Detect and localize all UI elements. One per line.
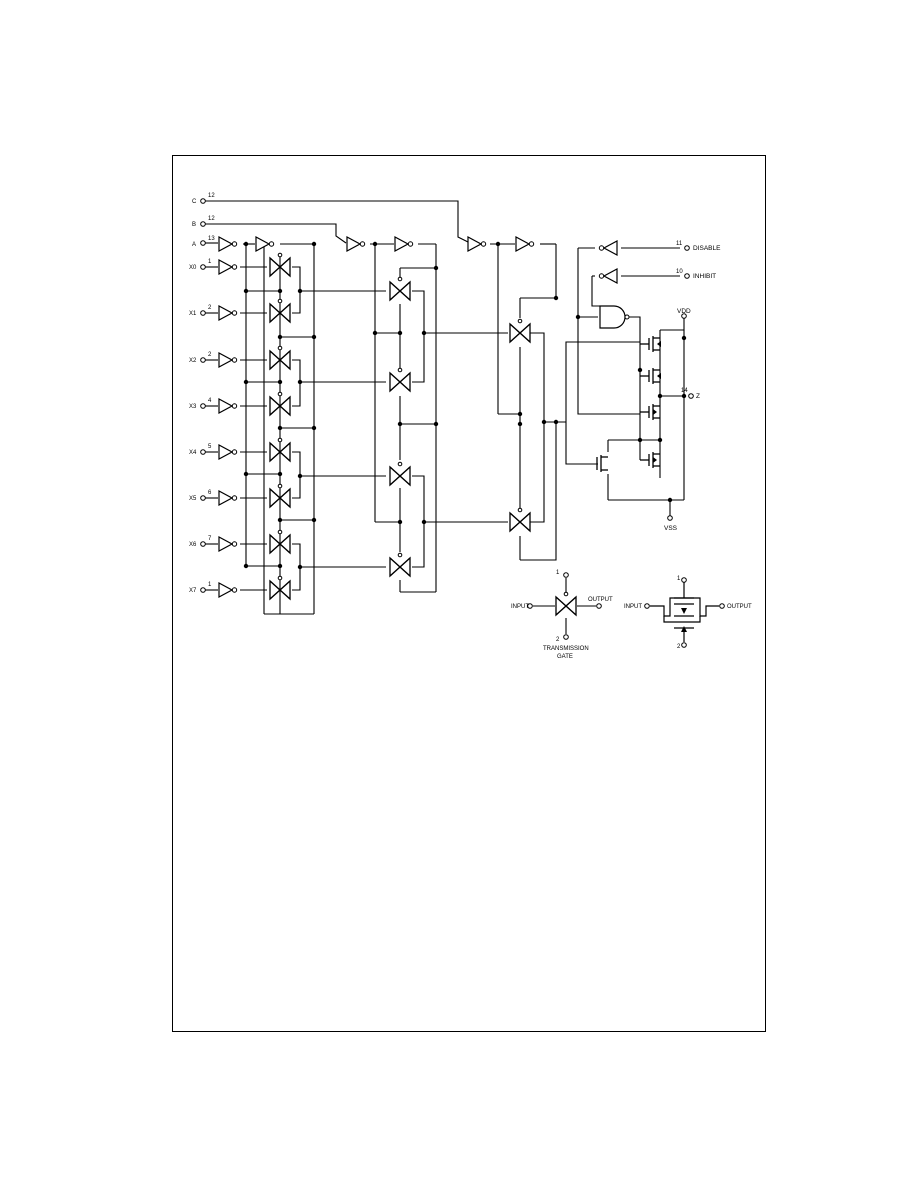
- pin-a-label: A: [192, 242, 196, 248]
- vss-label: VSS: [664, 525, 678, 532]
- tg-s2-2: [389, 367, 411, 392]
- output-pin-number: 14: [681, 388, 688, 394]
- pin-x0-number: 1: [208, 259, 212, 265]
- pin-c-label: C: [192, 199, 197, 205]
- pin-x0-label: X0: [189, 265, 197, 271]
- legend-caption-1: TRANSMISSION: [543, 646, 589, 652]
- eq-t2: 2: [677, 644, 681, 650]
- vdd-label: VDD: [677, 308, 691, 315]
- pin-x3-number: 4: [208, 398, 212, 404]
- eq-output: OUTPUT: [727, 604, 752, 610]
- disable-label: DISABLE: [693, 245, 721, 252]
- legend-input: INPUT: [511, 604, 529, 610]
- pin-x6-number: 7: [208, 536, 212, 542]
- transmission-gate-legend: 1 2 INPUT OUTPUT TRANSMISSION GATE: [511, 570, 613, 660]
- pin-terminals: [200, 198, 694, 593]
- disable-number: 11: [676, 241, 683, 247]
- pin-b-label: B: [192, 222, 196, 228]
- inhibit-label: INHIBIT: [693, 273, 716, 280]
- tg-s3-2: [509, 507, 531, 532]
- pin-x2-number: 2: [208, 352, 212, 358]
- pin-x1-number: 2: [208, 305, 212, 311]
- pin-labels: C 12 B 12 A 13 X0 1 X1 2 X2 2 X3 4 X4 5 …: [189, 193, 215, 594]
- legend-t1: 1: [556, 570, 560, 576]
- pin-x5-label: X5: [189, 496, 197, 502]
- pin-a-number: 13: [208, 236, 215, 242]
- output-transistors: [596, 336, 660, 472]
- legend-t2: 2: [556, 637, 560, 643]
- equivalent-circuit: 1 2 INPUT OUTPUT: [624, 576, 752, 650]
- schematic-frame: [172, 155, 766, 1032]
- pin-x2-label: X2: [189, 358, 197, 364]
- legend-output: OUTPUT: [588, 597, 613, 603]
- pin-x6-label: X6: [189, 542, 197, 548]
- tg-s2-4: [389, 552, 411, 577]
- legend-caption-2: GATE: [557, 654, 573, 660]
- inhibit-number: 10: [676, 269, 683, 275]
- tg-s3-1: [509, 318, 531, 343]
- pin-c-number: 12: [208, 193, 215, 199]
- pin-b-number: 12: [208, 216, 215, 222]
- pin-x7-label: X7: [189, 588, 197, 594]
- eq-t1: 1: [677, 576, 681, 582]
- output-pin-label: Z: [696, 393, 700, 400]
- pin-x4-number: 5: [208, 444, 212, 450]
- pin-x1-label: X1: [189, 311, 197, 317]
- pin-x3-label: X3: [189, 404, 197, 410]
- junction-dots: [243, 241, 687, 570]
- pin-x7-number: 1: [208, 582, 212, 588]
- pin-x4-label: X4: [189, 450, 197, 456]
- nand-gate: [599, 305, 626, 329]
- tg-s2-3: [389, 461, 411, 486]
- control-labels: 11 DISABLE 10 INHIBIT VDD 14 Z VSS: [664, 241, 721, 532]
- tg-s2-1: [389, 276, 411, 301]
- eq-input: INPUT: [624, 604, 642, 610]
- pin-x5-number: 6: [208, 490, 212, 496]
